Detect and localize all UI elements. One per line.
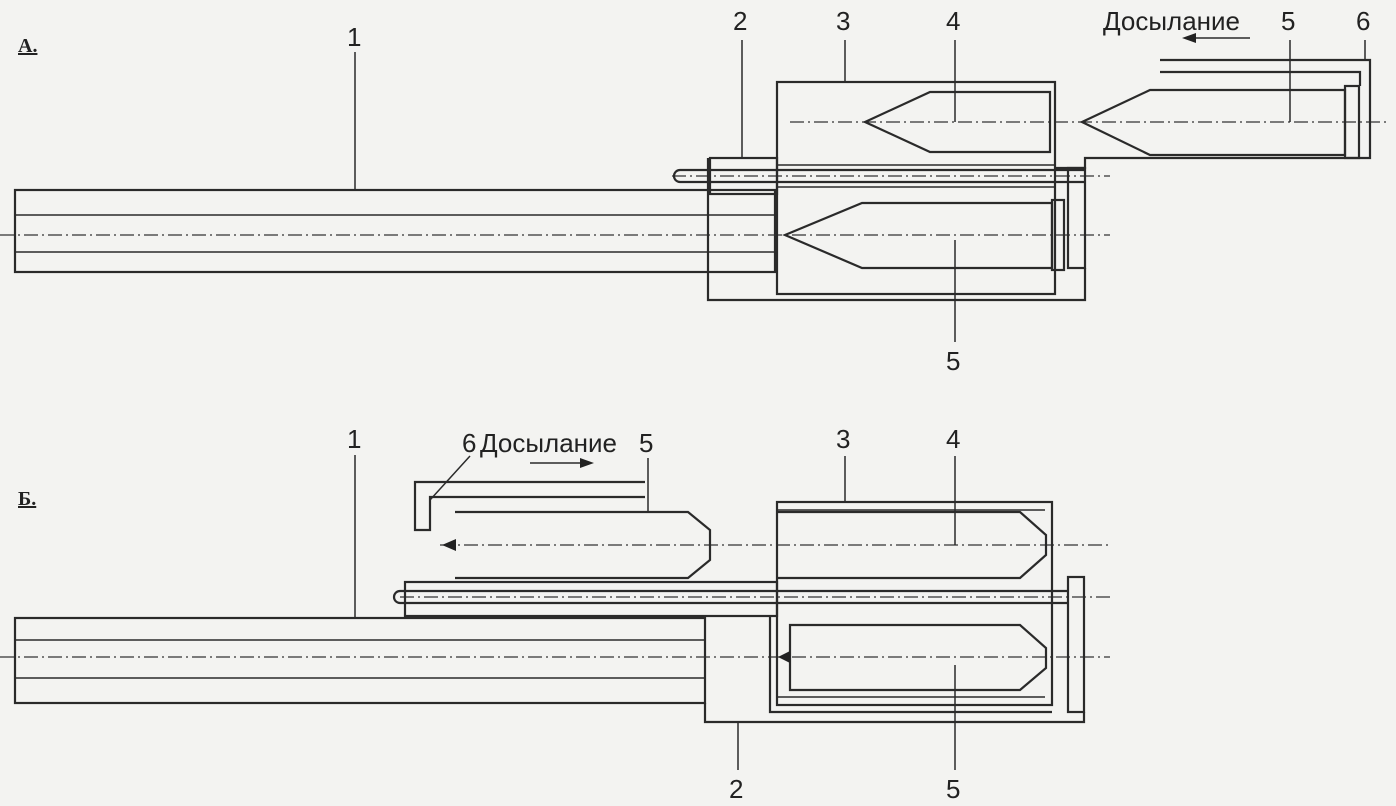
label-1-b: 1 — [347, 424, 361, 454]
drum-a — [706, 80, 1372, 302]
label-5-fed-b: 5 — [639, 428, 653, 458]
cartridge-5-lower-b — [778, 623, 1048, 692]
label-6-b: 6 — [462, 428, 476, 458]
cartridge-5-fed-b — [442, 510, 712, 580]
cartridge-4-a — [862, 90, 1052, 154]
drum-b — [703, 500, 1086, 724]
ramming-label-b: Досылание — [480, 428, 617, 458]
label-1-a: 1 — [347, 22, 361, 52]
label-4-a: 4 — [946, 6, 960, 36]
ramming-arrow-b — [530, 458, 594, 468]
ramming-label-a: Досылание — [1103, 6, 1240, 36]
label-3-b: 3 — [836, 424, 850, 454]
label-3-a: 3 — [836, 6, 850, 36]
label-4-b: 4 — [946, 424, 960, 454]
section-b: Б. — [0, 424, 1110, 804]
rammer-6-b — [413, 480, 645, 532]
cartridge-5-fed-a — [1079, 84, 1361, 160]
label-5-lower-b: 5 — [946, 774, 960, 804]
section-b-title: Б. — [18, 488, 36, 510]
rammer-6-a — [1160, 58, 1372, 150]
barrel-a — [13, 188, 777, 274]
label-2-a: 2 — [733, 6, 747, 36]
rammer-6-a-inner — [1160, 70, 1362, 86]
barrel-b — [13, 616, 707, 705]
cartridge-4-b — [778, 510, 1048, 580]
cartridge-5-lower-a — [782, 198, 1066, 272]
ramming-arrow-a — [1182, 33, 1250, 43]
label-5-lower-a: 5 — [946, 346, 960, 376]
section-a: А. — [0, 6, 1390, 376]
label-6-a: 6 — [1356, 6, 1370, 36]
label-5-a: 5 — [1281, 6, 1295, 36]
label-2-b: 2 — [729, 774, 743, 804]
section-a-title: А. — [18, 35, 37, 57]
